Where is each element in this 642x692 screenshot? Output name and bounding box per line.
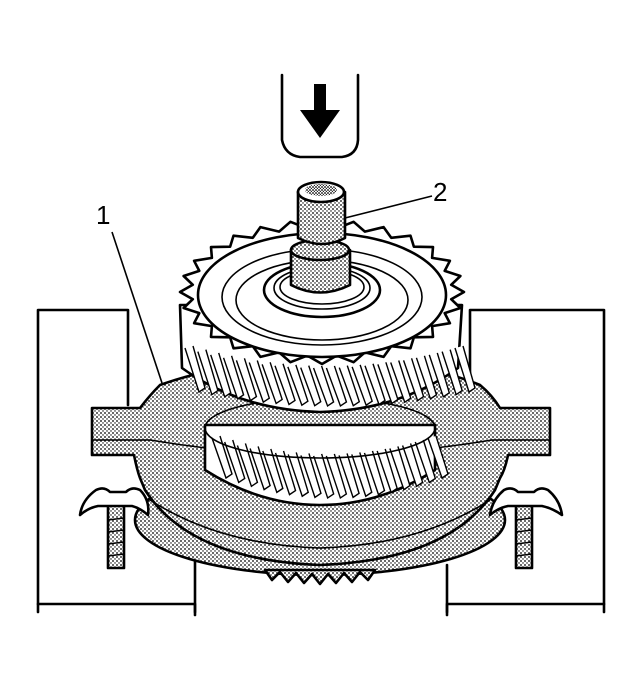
wing-bolt-left [78,487,150,570]
lower-helical-gear [203,397,449,507]
arrow-down-icon [300,84,340,138]
callout-2-label: 2 [433,177,447,207]
press-ram [280,73,360,159]
support-block-right [445,308,606,617]
support-block-left [36,308,197,617]
wing-bolt-right [488,487,564,570]
output-shaft [289,180,352,294]
callout-1-label: 1 [96,200,110,230]
callout-2-leader [344,195,433,219]
lower-gear-teeth [263,568,377,586]
callout-1-leader [111,231,163,384]
